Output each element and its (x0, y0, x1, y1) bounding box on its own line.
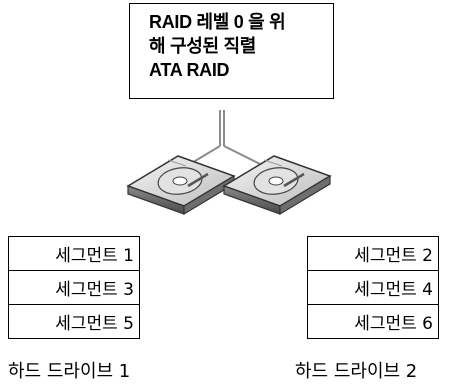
segment-cell: 세그먼트 4 (307, 270, 439, 305)
title-line-3: ATA RAID (149, 60, 230, 80)
hard-drive-2-label: 하드 드라이브 2 (295, 361, 418, 382)
drive-2-segment-table: 세그먼트 2 세그먼트 4 세그먼트 6 (307, 236, 439, 339)
title-line-1: RAID 레벨 0 을 위 (149, 12, 286, 32)
segment-cell: 세그먼트 6 (307, 304, 439, 339)
segment-cell: 세그먼트 3 (8, 270, 140, 305)
hard-drive-2-icon (222, 155, 332, 216)
connector-cable (189, 110, 261, 165)
hard-drives-illustration (126, 110, 332, 216)
segment-cell: 세그먼트 5 (8, 304, 140, 339)
hard-drive-1-label: 하드 드라이브 1 (8, 361, 131, 382)
drive-1-segment-table: 세그먼트 1 세그먼트 3 세그먼트 5 (8, 236, 140, 339)
segment-cell: 세그먼트 1 (8, 236, 140, 271)
segment-cell: 세그먼트 2 (307, 236, 439, 271)
title-line-2: 해 구성된 직렬 (149, 36, 256, 56)
hard-drive-1-icon (126, 155, 236, 216)
raid-title-box: RAID 레벨 0 을 위 해 구성된 직렬 ATA RAID (129, 3, 334, 99)
